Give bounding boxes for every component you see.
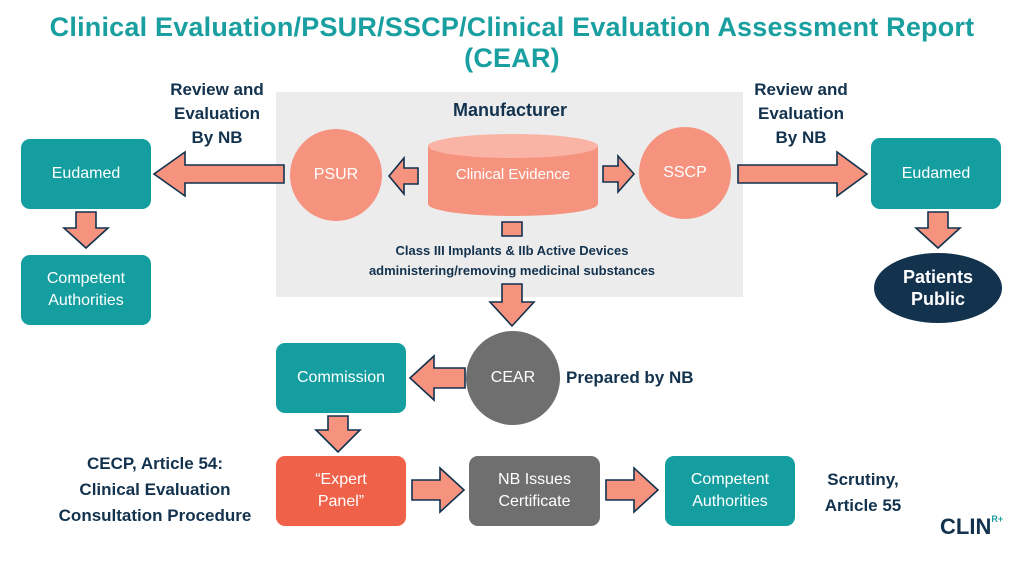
expert-panel-box: “Expert Panel” bbox=[276, 456, 406, 526]
arrow-evidence-to-sscp bbox=[602, 153, 636, 195]
sscp-circle: SSCP bbox=[639, 127, 731, 219]
right-review-label: Review and Evaluation By NB bbox=[734, 78, 868, 150]
patients-line1: Patients bbox=[902, 267, 974, 287]
cecp-line2: Clinical Evaluation bbox=[79, 480, 231, 499]
arrow-evidence-down-short bbox=[501, 221, 523, 237]
eudamed-box-left: Eudamed bbox=[21, 139, 151, 209]
expert-line2: Panel” bbox=[317, 493, 365, 510]
arrow-nb-to-authorities bbox=[605, 466, 660, 514]
nb-line1: NB Issues bbox=[498, 471, 571, 488]
right-review-line1: Review and bbox=[754, 80, 848, 99]
competent-authorities-left: Competent Authorities bbox=[21, 255, 151, 325]
commission-box: Commission bbox=[276, 343, 406, 413]
right-review-line2: Evaluation bbox=[758, 104, 844, 123]
arrow-sscp-to-eudamed-right bbox=[737, 150, 869, 198]
competent-left-line2: Authorities bbox=[48, 292, 124, 309]
arrow-eudamed-left-down bbox=[61, 211, 111, 250]
cecp-line1: CECP, Article 54: bbox=[86, 454, 224, 473]
eudamed-right-label: Eudamed bbox=[901, 164, 971, 182]
arrow-psur-to-eudamed-left bbox=[152, 150, 285, 198]
competent-bottom-line2: Authorities bbox=[692, 493, 768, 510]
nb-line2: Certificate bbox=[498, 493, 571, 510]
nb-issues-certificate-box: NB Issues Certificate bbox=[469, 456, 600, 526]
clin-logo: CLINR+ bbox=[940, 514, 1003, 540]
clinical-evidence-cylinder bbox=[428, 134, 598, 216]
cecp-line3: Consultation Procedure bbox=[58, 506, 252, 525]
prepared-by-nb-label: Prepared by NB bbox=[566, 368, 694, 387]
right-review-line3: By NB bbox=[775, 128, 827, 147]
logo-text: CLIN bbox=[940, 514, 992, 539]
competent-authorities-bottom: Competent Authorities bbox=[665, 456, 795, 526]
cear-circle: CEAR bbox=[466, 331, 560, 425]
scrutiny-label: Scrutiny, Article 55 bbox=[808, 467, 918, 519]
logo-superscript: R+ bbox=[991, 513, 1004, 524]
arrow-to-cear bbox=[488, 283, 536, 328]
arrow-commission-to-panel bbox=[314, 415, 362, 454]
cecp-label: CECP, Article 54: Clinical Evaluation Co… bbox=[40, 451, 270, 529]
patients-public-ellipse: Patients Public bbox=[874, 253, 1002, 323]
patients-line2: Public bbox=[910, 289, 965, 309]
scrutiny-line1: Scrutiny, bbox=[827, 470, 899, 489]
competent-bottom-line1: Competent bbox=[690, 471, 770, 488]
class-note-line1: Class III Implants & IIb Active Devices bbox=[395, 243, 629, 258]
left-review-line1: Review and bbox=[170, 80, 264, 99]
page-title: Clinical Evaluation/PSUR/SSCP/Clinical E… bbox=[49, 12, 975, 73]
arrow-evidence-to-psur bbox=[387, 155, 419, 197]
arrow-panel-to-nb bbox=[411, 466, 466, 514]
cear-label: CEAR bbox=[490, 369, 536, 386]
left-review-line3: By NB bbox=[191, 128, 243, 147]
clinical-evidence-label: Clinical Evidence bbox=[455, 166, 571, 183]
arrow-cear-to-commission bbox=[408, 354, 466, 402]
eudamed-box-right: Eudamed bbox=[871, 138, 1001, 209]
sscp-label: SSCP bbox=[663, 164, 707, 181]
competent-left-line1: Competent bbox=[46, 270, 126, 287]
expert-line1: “Expert bbox=[315, 471, 367, 488]
psur-label: PSUR bbox=[313, 166, 359, 183]
class-note-line2: administering/removing medicinal substan… bbox=[368, 263, 656, 278]
arrow-eudamed-right-down bbox=[913, 211, 963, 250]
psur-circle: PSUR bbox=[290, 129, 382, 221]
scrutiny-line2: Article 55 bbox=[824, 496, 902, 515]
left-review-line2: Evaluation bbox=[174, 104, 260, 123]
class-note: Class III Implants & IIb Active Devices … bbox=[300, 241, 724, 281]
manufacturer-label: Manufacturer bbox=[452, 100, 568, 120]
commission-label: Commission bbox=[296, 369, 385, 386]
eudamed-left-label: Eudamed bbox=[51, 165, 121, 182]
left-review-label: Review and Evaluation By NB bbox=[150, 78, 284, 150]
